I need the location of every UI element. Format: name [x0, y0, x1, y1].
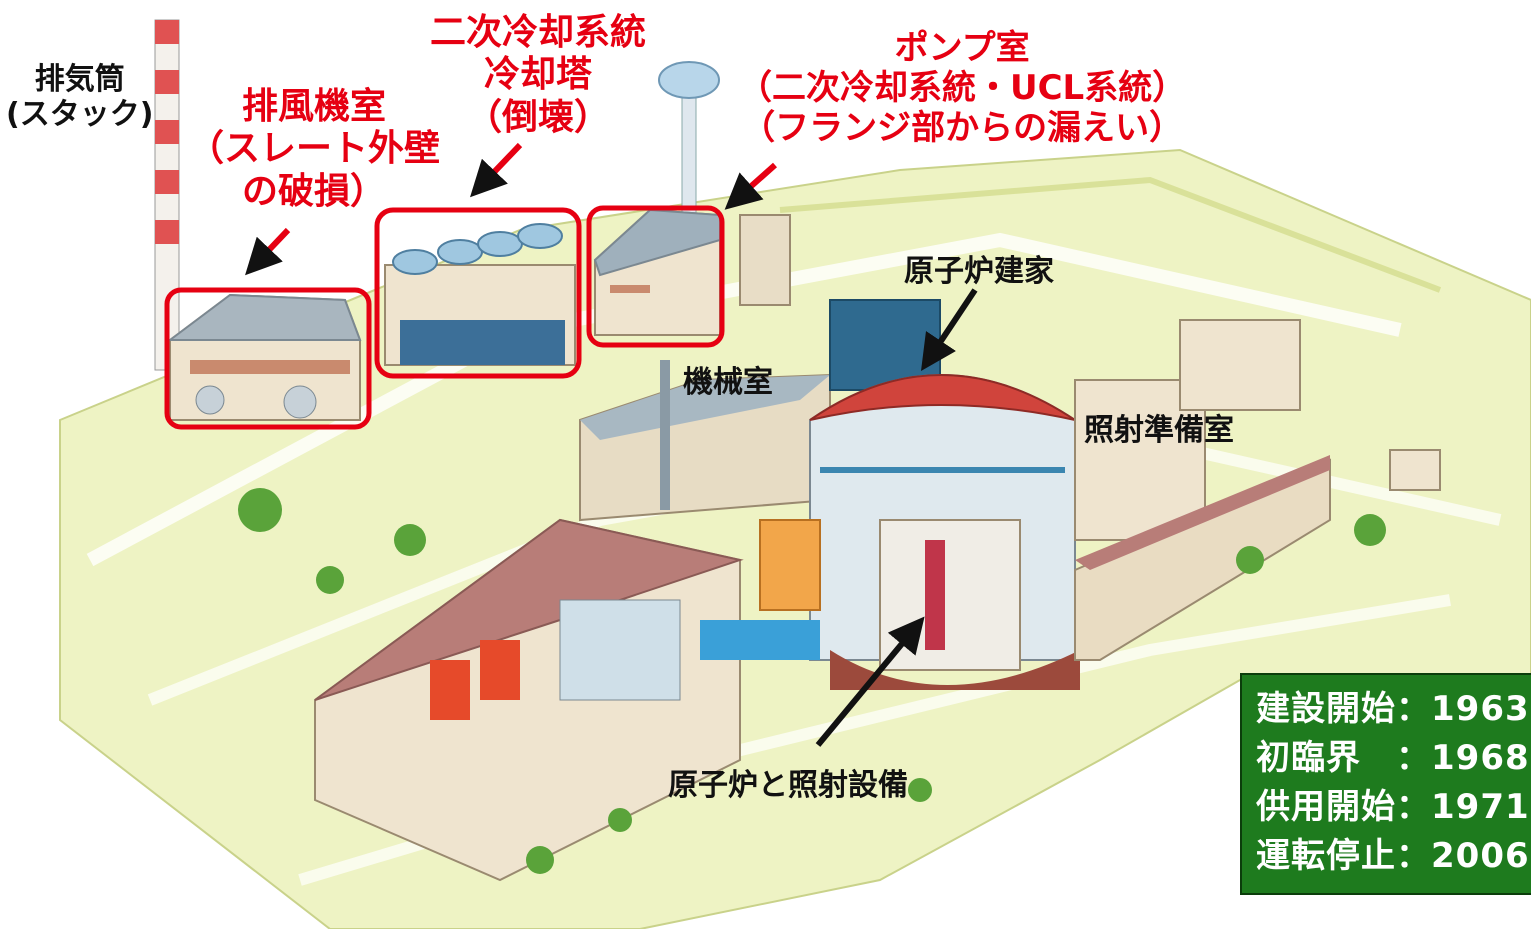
label-reactor-building: 原子炉建家	[904, 254, 1054, 289]
label-exhaust-room: 排風機室 （スレート外壁 の破損）	[188, 86, 441, 212]
label-machine-room: 機械室	[683, 365, 773, 400]
label-reactor-facilities: 原子炉と照射設備	[668, 768, 908, 803]
arrows	[245, 142, 978, 747]
timeline-row: 初臨界 ：1968	[1256, 738, 1530, 778]
timeline-row: 供用開始：1971	[1256, 787, 1530, 827]
front-building	[314, 518, 820, 882]
label-irradiation-prep: 照射準備室	[1084, 413, 1234, 448]
cooling-tower-building	[384, 223, 576, 366]
trees	[238, 488, 1386, 874]
exhaust-stack	[154, 19, 180, 371]
exhaust-fan-building	[167, 293, 362, 421]
reactor-building	[759, 374, 1080, 690]
timeline-row: 建設開始：1963	[1256, 689, 1530, 729]
label-stack: 排気筒 (スタック)	[6, 62, 154, 133]
highlight-boxes	[164, 205, 725, 430]
pump-room-building	[593, 208, 791, 336]
label-pump-room: ポンプ室 （二次冷却系統・UCL系統） （フランジ部からの漏えい）	[738, 28, 1187, 149]
label-cooling-tower: 二次冷却系統 冷却塔 （倒壊）	[430, 12, 647, 138]
timeline-row: 運転停止：2006	[1256, 836, 1530, 876]
timeline-info-box: 建設開始：1963 初臨界 ：1968 供用開始：1971 運転停止：2006	[1240, 673, 1531, 895]
irradiation-prep-building	[1074, 319, 1441, 661]
